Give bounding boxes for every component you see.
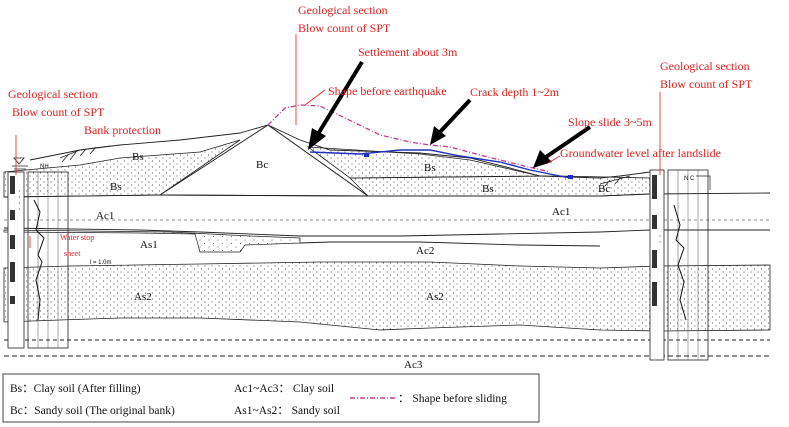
label-spt-left: Blow count of SPT: [12, 105, 105, 119]
legend-as: As1~As2： Sandy soil: [234, 405, 340, 417]
layer-label-bs-right: Bs: [482, 183, 494, 195]
leader-lines: [15, 34, 661, 248]
legend-bs: Bs：Clay soil (After filling): [10, 383, 141, 395]
label-geo-left: Geological section: [8, 87, 98, 101]
shape-before-sliding-line: [267, 104, 551, 173]
layer-label-ac1-right: Ac1: [552, 206, 570, 218]
annotation-arrows: [308, 60, 592, 168]
layer-as1: [3, 229, 301, 253]
layer-label-as1: As1: [140, 239, 158, 251]
label-nc: N C: [684, 176, 695, 182]
label-shape-before-eq: Shape before earthquake: [328, 84, 447, 98]
legend-ac: Ac1~Ac3： Clay soil: [234, 383, 334, 395]
label-water-stop: Water stop: [60, 233, 94, 242]
label-spt-top: Blow count of SPT: [298, 21, 391, 35]
groundwater-marker: [364, 153, 369, 157]
borehole-right: [649, 169, 711, 361]
layer-label-ac1-left: Ac1: [96, 210, 114, 222]
layer-label-as2-mid: As2: [426, 291, 444, 303]
legend-bc: Bc：Sandy soil (The original bank): [10, 405, 175, 417]
legend: Bs：Clay soil (After filling) Bc：Sandy so…: [2, 373, 540, 423]
borehole-left: [7, 171, 69, 349]
bank-protection: [59, 145, 631, 187]
label-spt-right: Blow count of SPT: [660, 77, 753, 91]
label-settlement: Settlement about 3m: [358, 45, 458, 59]
label-groundwater: Groundwater level after landslide: [560, 146, 721, 160]
label-slope-slide: Slope slide 3~5m: [568, 115, 652, 129]
layer-label-as2-left: As2: [134, 291, 152, 303]
label-geo-top: Geological section: [298, 3, 388, 17]
label-nh: NH: [40, 164, 49, 170]
label-l-eq: l = 1.0m: [90, 260, 112, 266]
layer-label-bc-right: Bc: [598, 183, 610, 195]
layer-label-bs-left: Bs: [110, 181, 122, 193]
label-geo-right: Geological section: [660, 59, 750, 73]
layer-label-ac3: Ac3: [404, 359, 423, 371]
layer-label-bs-top: Bs: [132, 151, 144, 163]
layer-label-bc-left: Bc: [256, 159, 268, 171]
label-bank-protection: Bank protection: [84, 123, 161, 137]
groundwater-marker-2: [568, 175, 573, 179]
water-level-symbol: [12, 157, 28, 170]
boundary-lines: [3, 124, 771, 357]
legend-shape: ： Shape before sliding: [398, 393, 507, 405]
label-sheet: sheet: [64, 249, 81, 258]
layer-label-ac2: Ac2: [416, 245, 434, 257]
label-crack-depth: Crack depth 1~2m: [470, 85, 560, 99]
layer-label-bs-mid: Bs: [424, 162, 436, 174]
